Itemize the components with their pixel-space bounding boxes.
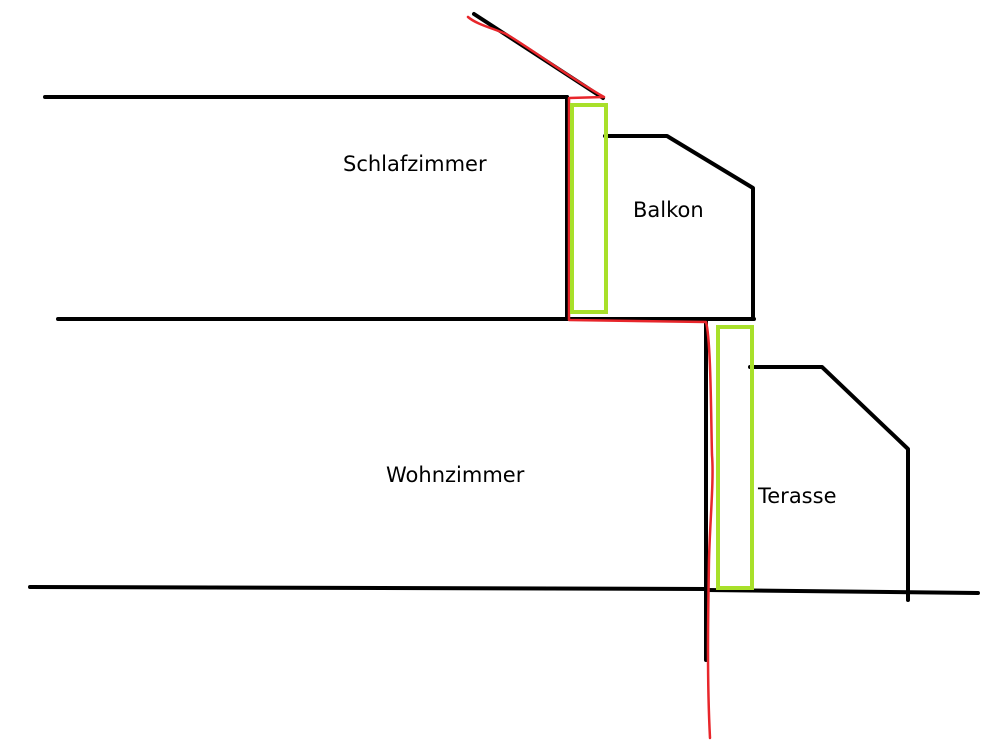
green-box-lower (716, 325, 754, 590)
ground-floor-slab (28, 585, 708, 591)
green-box-upper (570, 103, 608, 314)
terrace-outline (748, 365, 910, 602)
room-label-wohnzimmer: Wohnzimmer (386, 463, 525, 487)
red-outline-stroke (466, 15, 714, 740)
room-label-schlafzimmer: Schlafzimmer (343, 152, 487, 176)
balcony-outline (603, 134, 755, 321)
terrace-ground-line (704, 588, 980, 595)
green-highlights (570, 103, 754, 590)
walls (28, 12, 980, 662)
room-label-terasse: Terasse (757, 484, 836, 508)
room-label-balkon: Balkon (633, 198, 704, 222)
